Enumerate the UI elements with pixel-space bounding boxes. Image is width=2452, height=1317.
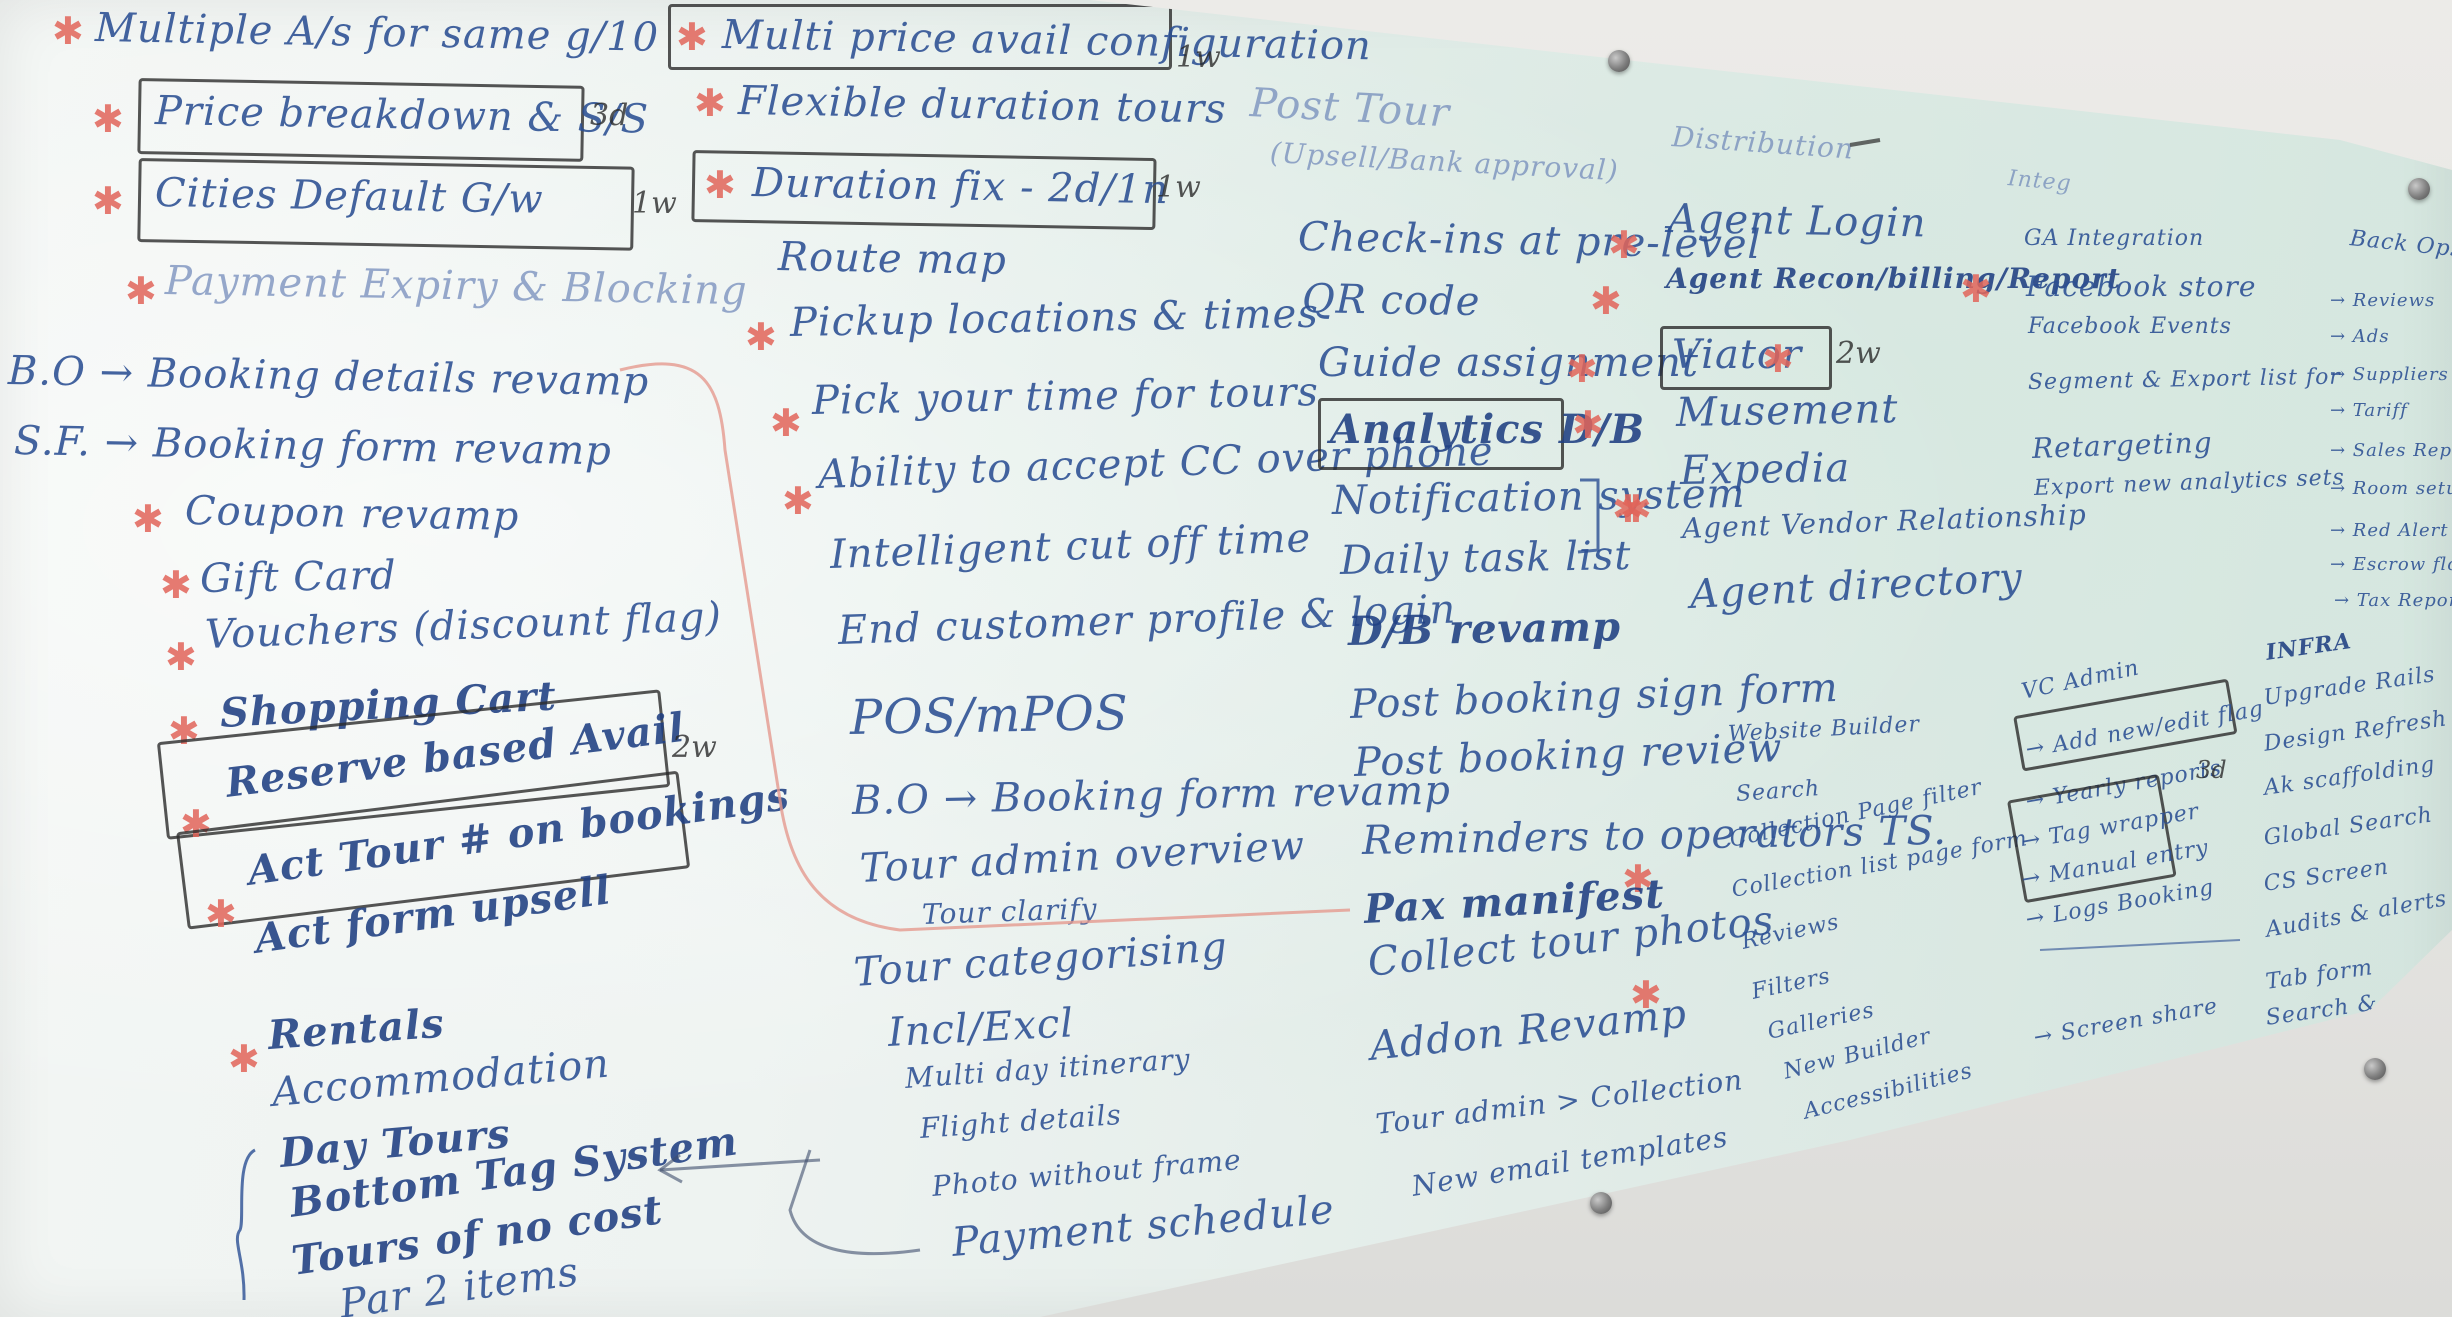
note-col6-line8: → Red Alert <box>2330 520 2449 541</box>
priority-star: ✱ <box>1608 223 1640 267</box>
mount-bolt <box>2364 1058 2386 1080</box>
estimate-1w: 1w <box>1176 40 1221 75</box>
dash-mark <box>1849 138 1881 147</box>
priority-star: ✱ <box>1590 279 1622 323</box>
underline <box>2039 939 2241 951</box>
priority-star: ✱ <box>694 81 726 125</box>
note-col6-line2: → Reviews <box>2330 290 2436 311</box>
note-col4-line3: Agent Recon/billing/Report <box>1666 262 2121 295</box>
bracket-line <box>1577 478 1600 554</box>
note-col6-line4: → Suppliers <box>2330 364 2449 385</box>
priority-star: ✱ <box>1622 857 1654 901</box>
priority-star: ✱ <box>52 9 84 53</box>
priority-star: ✱ <box>132 497 164 541</box>
estimate-3d: 3d <box>2196 756 2227 784</box>
priority-star: ✱ <box>1762 337 1794 381</box>
note-col4-line4: Viator <box>1672 332 1803 378</box>
priority-star: ✱ <box>1960 267 1992 311</box>
note-col5-line2: GA Integration <box>2024 226 2205 251</box>
priority-star: ✱ <box>1620 487 1652 531</box>
priority-star: ✱ <box>205 892 237 936</box>
estimate-3d: 3d <box>590 98 629 133</box>
note-col3-line6: Analytics D/B <box>1330 406 1646 453</box>
priority-star: ✱ <box>92 179 124 223</box>
priority-star: ✱ <box>676 15 708 59</box>
red-connector-line <box>619 362 1351 932</box>
note-col6-line7: → Room setup <box>2330 478 2452 499</box>
curly-brace <box>235 1148 256 1301</box>
priority-star: ✱ <box>92 97 124 141</box>
mount-bolt <box>2408 178 2430 200</box>
note-col5-line4: Facebook Events <box>2028 314 2232 339</box>
priority-star: ✱ <box>704 163 736 207</box>
box-analytics <box>1318 398 1564 470</box>
arrow-shaft <box>659 1158 821 1172</box>
note-col6-line9: → Escrow flow <box>2330 554 2452 575</box>
note-col6-line10: → Tax Reports <box>2334 590 2452 611</box>
estimate-2w: 2w <box>1836 336 1881 371</box>
priority-star: ✱ <box>168 709 200 753</box>
note-col6-line6: → Sales Reports <box>2330 440 2452 461</box>
priority-star: ✱ <box>770 401 802 445</box>
priority-star: ✱ <box>1612 487 1644 531</box>
priority-star: ✱ <box>180 802 212 846</box>
box-multi-price <box>668 4 1172 70</box>
note-col5-line3: Facebook store <box>2026 270 2257 303</box>
priority-star: ✱ <box>1572 403 1604 447</box>
arrow-head <box>657 1153 683 1184</box>
arrow-connector-line <box>788 1149 921 1256</box>
priority-star: ✱ <box>1630 973 1662 1017</box>
note-col6-line3: → Ads <box>2330 326 2390 347</box>
box-viator <box>1660 326 1832 390</box>
mount-bolt <box>1608 50 1630 72</box>
estimate-1w: 1w <box>632 186 677 221</box>
priority-star: ✱ <box>125 269 157 313</box>
estimate-1w: 1w <box>1156 170 1201 205</box>
priority-star: ✱ <box>160 563 192 607</box>
note-col6-line5: → Tariff <box>2330 400 2408 421</box>
note-col3-line5: Guide assignment <box>1318 340 1699 386</box>
priority-star: ✱ <box>165 635 197 679</box>
priority-star: ✱ <box>228 1037 260 1081</box>
priority-star: ✱ <box>745 315 777 359</box>
estimate-2w: 2w <box>672 730 717 765</box>
priority-star: ✱ <box>782 479 814 523</box>
priority-star: ✱ <box>1566 347 1598 391</box>
mount-bolt <box>1590 1192 1612 1214</box>
